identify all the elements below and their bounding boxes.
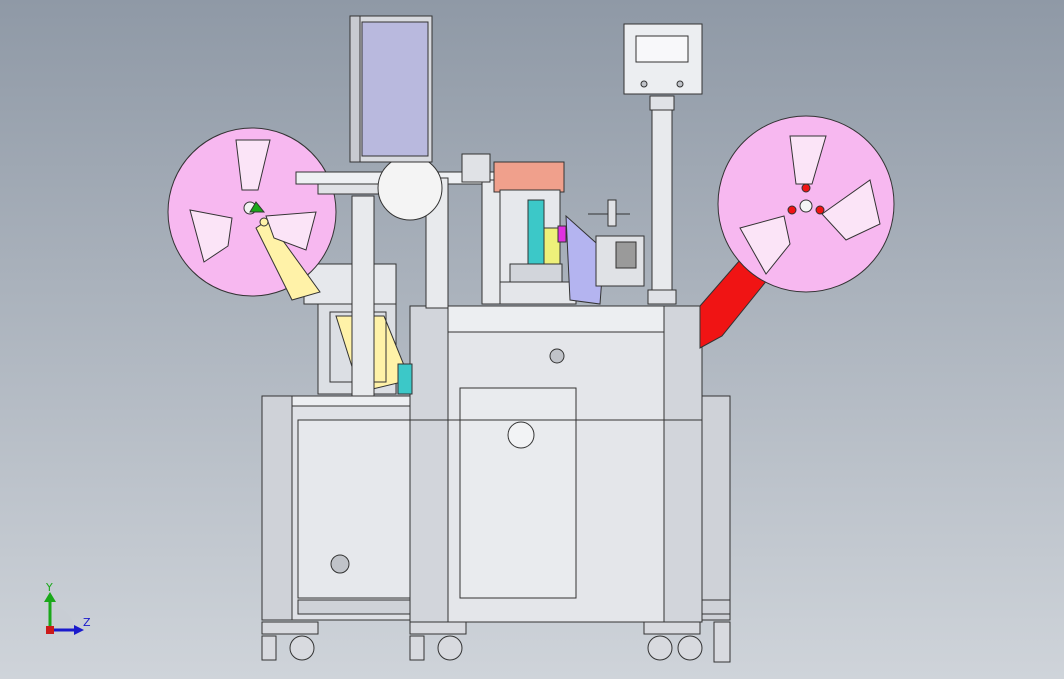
panel-hole — [507, 421, 535, 449]
upper-frame — [409, 305, 703, 623]
triad-arc — [50, 606, 74, 630]
monitor — [349, 15, 433, 163]
cabinet-hole-left — [330, 554, 350, 574]
left-column — [295, 155, 523, 397]
z-axis-label: Z — [83, 616, 91, 629]
machine-assembly[interactable] — [167, 15, 895, 663]
x-axis-marker — [46, 626, 54, 634]
hmi-terminal — [623, 23, 703, 305]
coordinate-triad: Y Z — [44, 581, 91, 635]
right-reel — [717, 115, 895, 293]
y-axis-label: Y — [45, 581, 53, 594]
left-reel — [167, 127, 337, 301]
frame-hole — [549, 348, 565, 364]
center-mechanism — [461, 153, 645, 305]
casters — [261, 621, 731, 663]
